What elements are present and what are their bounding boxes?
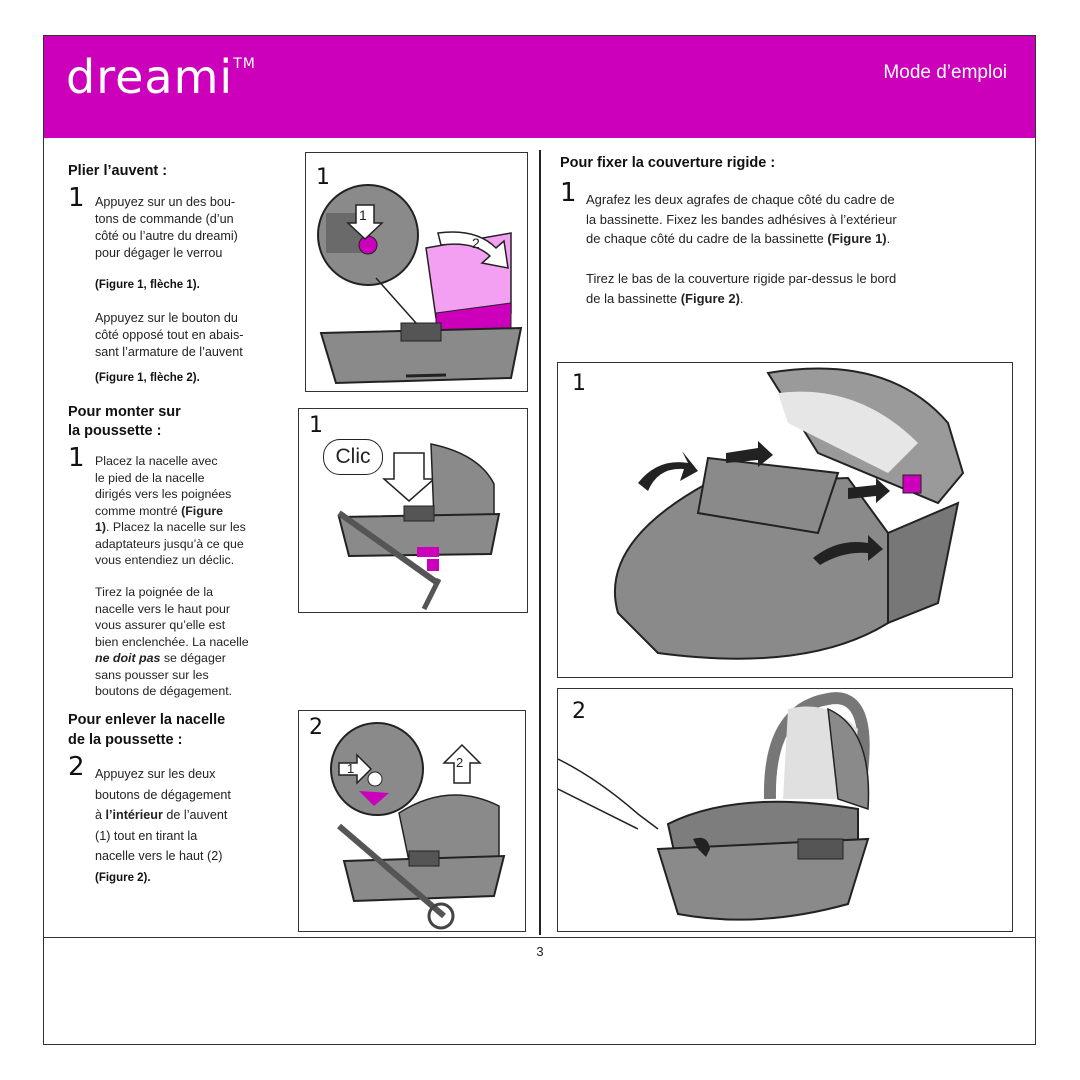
figure-number: 1 [316,165,330,190]
step-number: 1 [560,178,577,208]
remove-ref: (Figure 2). [95,872,151,884]
bassinet-cover-illustration [558,692,870,921]
curved-arrow-icon [437,231,509,269]
figure-remove-from-stroller: 2 1 2 [298,710,526,932]
figure-fold-canopy: 1 1 2 [305,152,528,392]
hard-cover-text-2: Tirez le bas de la couverture rigide par… [586,271,897,306]
header-bar: dreamiTM Mode d’emploi [44,36,1035,138]
heading-fold-canopy: Plier l’auvent : [68,163,168,179]
heading-hard-cover: Pour fixer la couverture rigide : [560,155,776,171]
figure-number: 2 [572,699,586,724]
footer-divider [44,937,1035,938]
remove-text: Appuyez sur les deux boutons de dégageme… [95,767,231,863]
figure-number: 2 [309,715,323,740]
figure-hard-cover-pull: 2 [557,688,1013,932]
stroller-remove-illustration [330,722,506,930]
arrow-down-icon [346,204,384,241]
header-title: Mode d’emploi [883,62,1007,83]
arrow-label-2: 2 [472,235,480,251]
step-number: 1 [68,183,85,213]
page-frame [43,35,1036,1045]
figure-number: 1 [572,371,586,396]
clic-badge: Clic [323,439,383,475]
arrow-up-icon [442,743,482,784]
fold-canopy-ref-2: (Figure 1, flèche 2). [95,372,200,384]
step-number: 2 [68,752,85,782]
arrow-label-1: 1 [347,761,355,776]
dreami-logo: dreamiTM [66,50,256,104]
attach-text-1: Placez la nacelle avec le pied de la nac… [95,454,246,567]
arrow-right-icon [338,753,373,785]
column-divider [539,150,541,935]
arrow-label-2: 2 [456,755,464,770]
figure-attach-stroller: 1 Clic [298,408,528,613]
fold-canopy-text-1: Appuyez sur un des bou-tons de commande … [95,195,238,260]
hard-cover-text-1: Agrafez les deux agrafes de chaque côté … [586,192,897,246]
page-number: 3 [536,944,544,959]
fold-canopy-ref-1: (Figure 1, flèche 1). [95,279,200,291]
bassinet-illustration [317,184,523,385]
figure-number: 1 [309,413,323,438]
arrow-label-1: 1 [359,207,367,223]
hard-cover-illustration [613,367,965,660]
stroller-illustration [337,443,501,611]
step-number: 1 [68,443,85,473]
figure-hard-cover-attach: 1 [557,362,1013,678]
